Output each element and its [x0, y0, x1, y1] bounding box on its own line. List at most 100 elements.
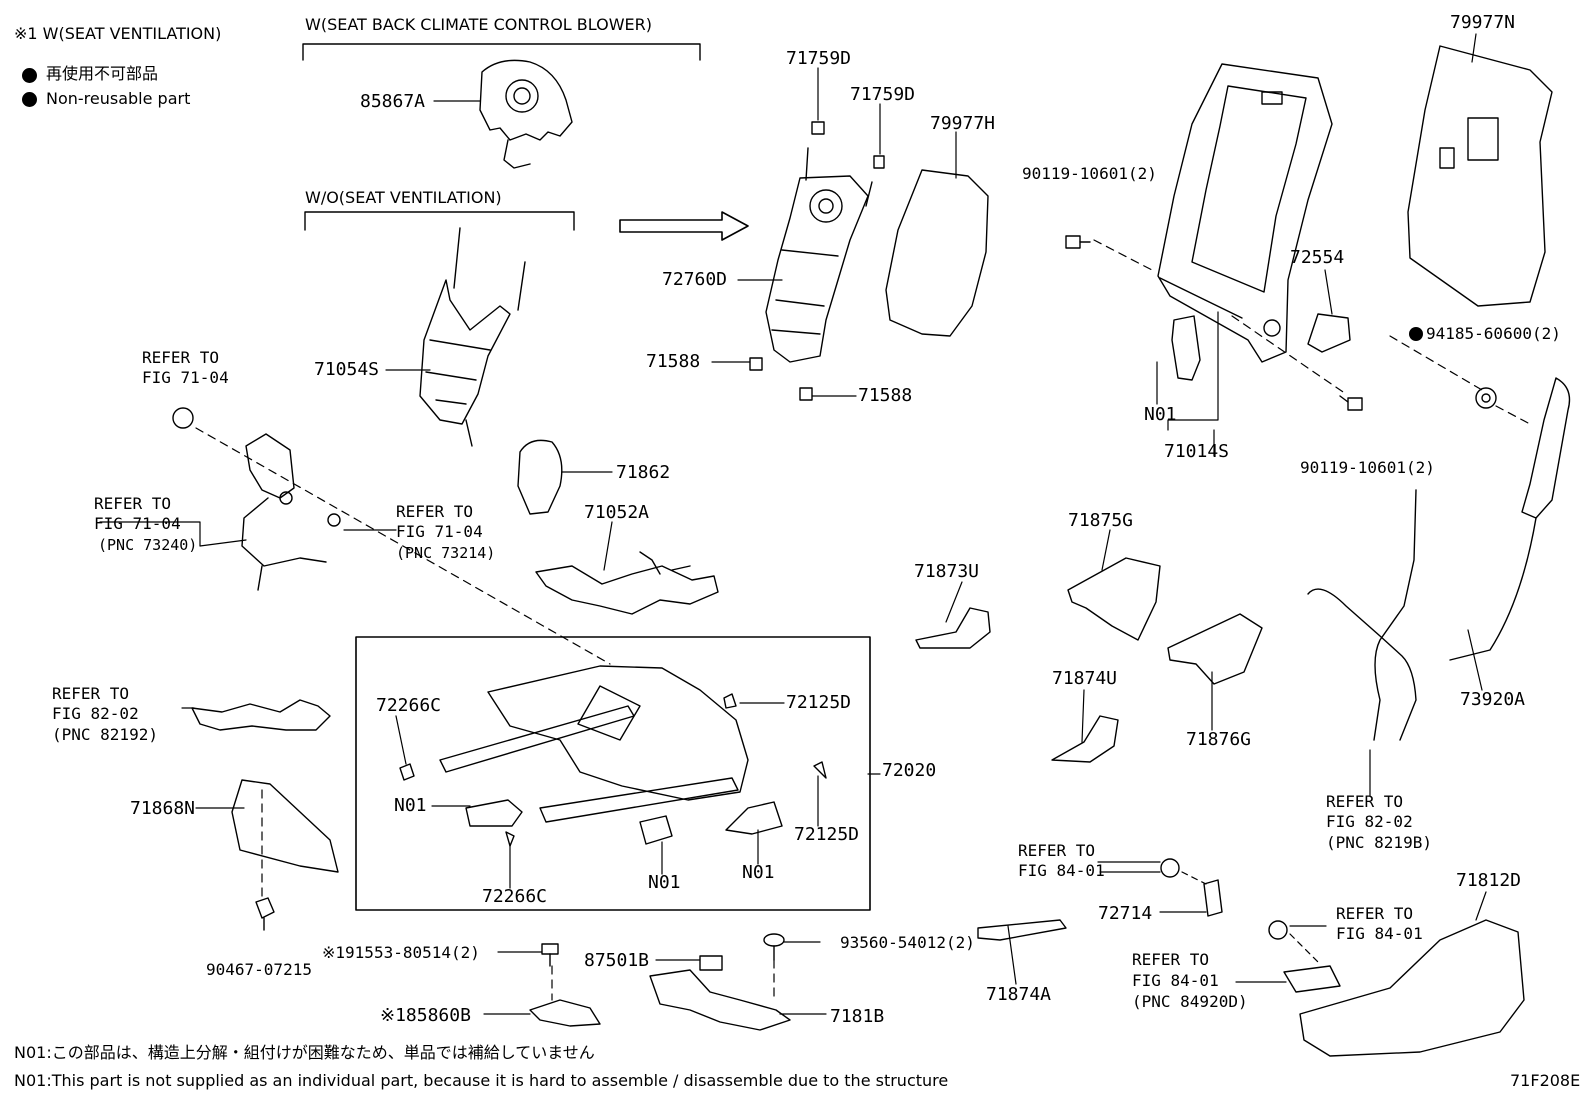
- part-label: 71054S: [314, 359, 380, 380]
- reference-label: REFER TO: [1018, 841, 1096, 860]
- legend-non-reusable-en: Non-reusable part: [46, 89, 191, 108]
- assembly-arrow-icon: [619, 211, 749, 241]
- nut-71-04-icon: [172, 407, 194, 429]
- part-label: 71759D: [850, 84, 916, 105]
- reference-label: FIG 71-04: [142, 368, 229, 387]
- wire-harness-8219b: [1307, 489, 1417, 741]
- part-label: 87501B: [584, 950, 650, 971]
- part-label: 71052A: [584, 502, 650, 523]
- connector-87501b: [699, 955, 723, 971]
- bolt-90119-bottom: [1339, 395, 1363, 411]
- part-label: 71874A: [986, 984, 1052, 1005]
- part-label: 72266C: [376, 695, 442, 716]
- nut-84-01-mid-icon: [1268, 920, 1288, 940]
- pad-79977h: [885, 169, 989, 337]
- ring-73214-icon: [327, 513, 341, 527]
- part-label: 71873U: [914, 561, 980, 582]
- reference-label: FIG 71-04: [94, 514, 181, 533]
- part-label: 72020: [882, 760, 937, 781]
- part-label: 72760D: [662, 269, 728, 290]
- nut-84-01-top-icon: [1160, 858, 1180, 878]
- bracket-71876g: [1167, 613, 1263, 685]
- shield-71812d: [1299, 919, 1525, 1057]
- part-label: 71868N: [130, 798, 196, 819]
- reference-label: FIG 84-01: [1336, 924, 1423, 943]
- reference-label: FIG 82-02: [52, 704, 139, 723]
- part-label: 72125D: [794, 824, 860, 845]
- nut-71759d-a: [811, 121, 825, 135]
- seatback-frame-71014s: [1157, 63, 1333, 363]
- group-header-blower: W(SEAT BACK CLIMATE CONTROL BLOWER): [305, 15, 652, 34]
- clip-72266c-bottom: [505, 831, 515, 847]
- part-label: 90119-10601(2): [1022, 164, 1157, 183]
- bracket-7181b: [649, 969, 791, 1031]
- screw-93560: [763, 933, 785, 961]
- legend-ventilation-note: ※1 W(SEAT VENTILATION): [14, 24, 222, 43]
- nut-71588-a: [749, 357, 763, 371]
- part-label: 71014S: [1164, 441, 1230, 462]
- part-label: 72554: [1290, 247, 1345, 268]
- cover-71868n: [231, 779, 339, 873]
- blower-bracket-shape: [479, 59, 573, 169]
- reference-label: FIG 84-01: [1018, 861, 1105, 880]
- adjuster-group-box: [355, 636, 871, 911]
- cushion-frame-71054s: [419, 227, 526, 447]
- reference-label: (PNC 84920D): [1132, 992, 1248, 1011]
- part-label: 85867A: [360, 91, 426, 112]
- wire-harness-82192: [191, 699, 331, 731]
- clip-72125d-bottom: [813, 761, 827, 779]
- reference-label: REFER TO: [52, 684, 130, 703]
- knob-72554: [1307, 313, 1351, 353]
- part-label: 71588: [858, 385, 913, 406]
- motor-n01-c: [725, 801, 783, 835]
- part-label: 72266C: [482, 886, 548, 907]
- part-label: 90467-07215: [206, 960, 312, 979]
- non-reusable-bullet-icon: [22, 68, 37, 83]
- part-label: N01: [648, 872, 681, 893]
- reference-label: REFER TO: [142, 348, 220, 367]
- reference-label: REFER TO: [1132, 950, 1210, 969]
- group-header-no-ventilation: W/O(SEAT VENTILATION): [305, 188, 502, 207]
- part-label: 72125D: [786, 692, 852, 713]
- reference-label: FIG 84-01: [1132, 971, 1219, 990]
- motor-n01-a: [465, 799, 523, 827]
- legend-non-reusable-ja: 再使用不可部品: [46, 64, 159, 83]
- bracket-185860b: [529, 999, 601, 1027]
- reference-label: (PNC 82192): [52, 725, 158, 744]
- harness-71052a: [535, 551, 719, 615]
- reference-label: REFER TO: [94, 494, 172, 513]
- part-label: 71876G: [1186, 729, 1252, 750]
- part-label: N01: [394, 795, 427, 816]
- part-label: 71875G: [1068, 510, 1134, 531]
- nut-71588-b: [799, 387, 813, 401]
- cover-71862: [517, 439, 563, 515]
- part-label: 71759D: [786, 48, 852, 69]
- part-label: 71588: [646, 351, 701, 372]
- bracket-71873u: [915, 607, 991, 649]
- clip-72125d-top: [723, 693, 737, 709]
- reference-label: (PNC 8219B): [1326, 833, 1432, 852]
- bracket-71875g: [1067, 557, 1161, 641]
- bolt-90119-top: [1065, 235, 1091, 249]
- nut-71759d-b: [873, 155, 885, 169]
- leader-lines: [99, 33, 1531, 1015]
- non-reusable-bullet-icon: [1409, 327, 1423, 341]
- part-label: 71812D: [1456, 870, 1522, 891]
- reference-label: (PNC 73214): [396, 544, 496, 562]
- part-label: 71862: [616, 462, 671, 483]
- board-label-rect: [1467, 117, 1499, 161]
- seat-adjuster-track: [439, 665, 749, 823]
- reference-label: FIG 71-04: [396, 522, 483, 541]
- part-label: ※191553-80514(2): [322, 943, 480, 962]
- clip-90467: [255, 897, 275, 931]
- seatbelt-buckle-73240: [241, 433, 327, 591]
- switch-84920d: [1283, 965, 1341, 993]
- group-bracket-no-ventilation: [304, 211, 575, 231]
- part-label: 90119-10601(2): [1300, 458, 1435, 477]
- part-label: 79977N: [1450, 12, 1516, 33]
- board-label-rect-2: [1439, 147, 1455, 169]
- clip-72714: [1203, 879, 1223, 917]
- strip-71874a: [977, 919, 1067, 941]
- figure-code: 71F208E: [1510, 1071, 1581, 1090]
